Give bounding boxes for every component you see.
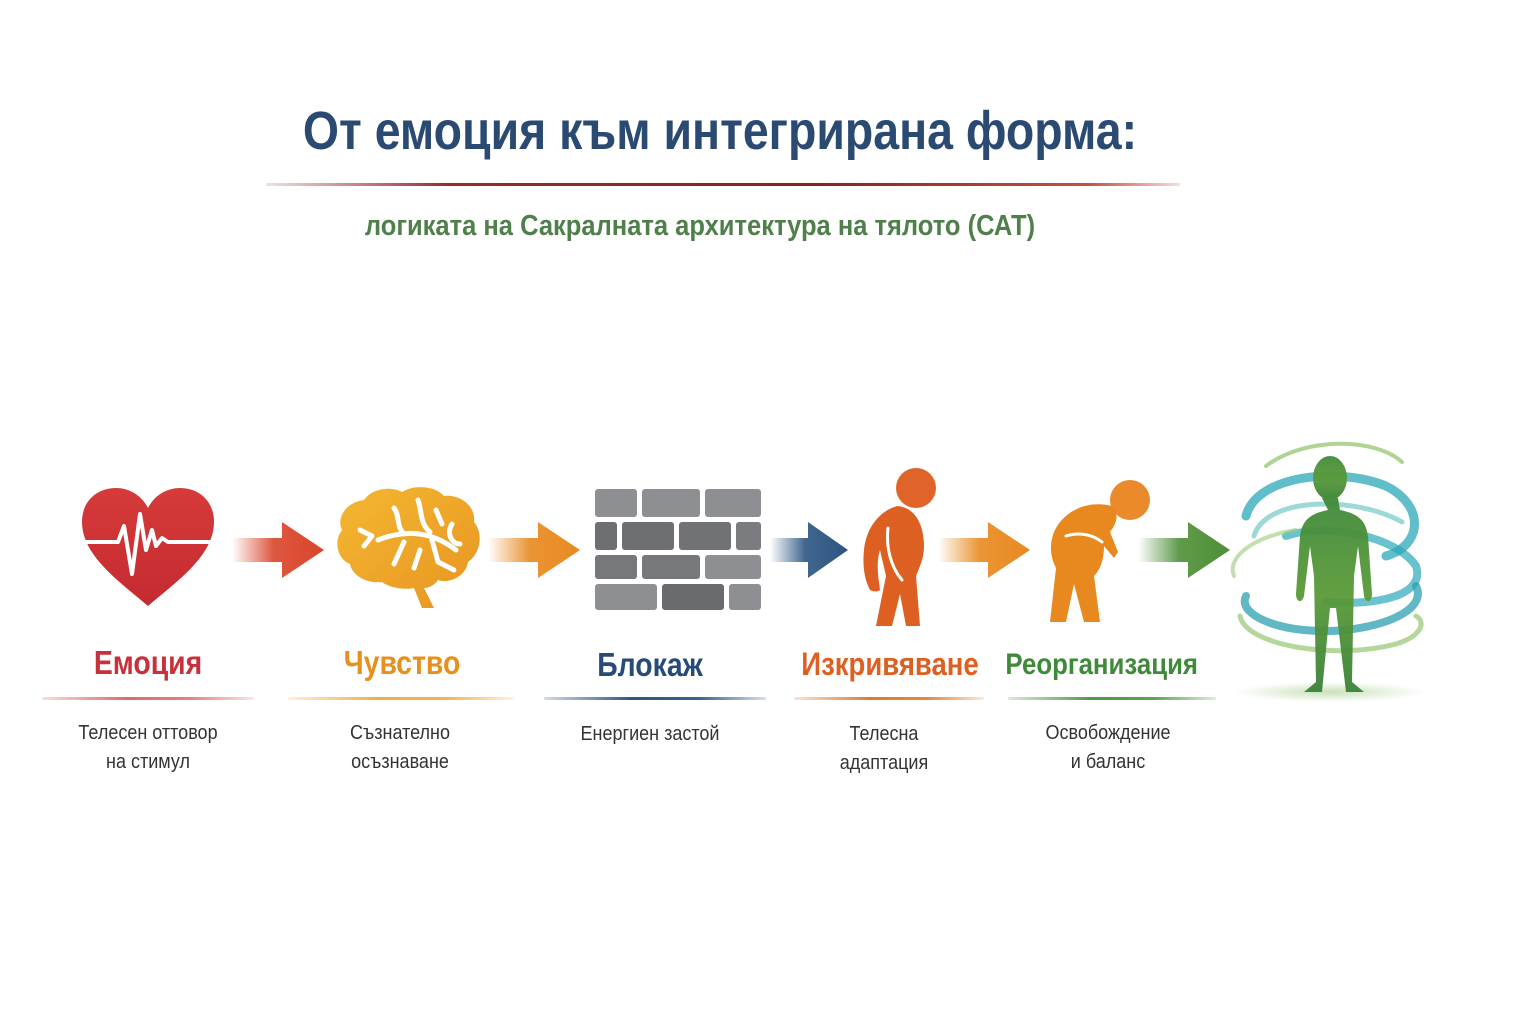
arrow-right-icon	[488, 522, 580, 578]
step-divider-reorganization	[1008, 697, 1216, 700]
step-label-feeling: Чувство	[343, 644, 461, 681]
page-subtitle: логиката на Сакралната архитектура на тя…	[364, 210, 1036, 242]
step-label-distortion: Изкривяване	[801, 646, 979, 682]
arrow-right-icon	[1138, 522, 1230, 578]
step-label-emotion: Емоция	[93, 644, 203, 681]
slouched-person-icon	[858, 466, 942, 630]
step-label-block: Блокаж	[597, 646, 703, 683]
arrow-right-icon	[770, 522, 848, 578]
step-divider-feeling	[288, 697, 514, 700]
step-description-block: Енергиен застой	[580, 723, 720, 745]
heart-pulse-icon	[80, 486, 216, 608]
step-divider-emotion	[42, 697, 254, 700]
arrow-right-icon	[232, 522, 324, 578]
step-description-distortion: Телесна адаптация	[839, 723, 929, 774]
step-label-reorganization: Реорганизация	[1005, 648, 1198, 681]
step-divider-block	[544, 697, 766, 700]
page-title: От емоция към интегрирана форма:	[302, 101, 1138, 161]
title-divider	[266, 183, 1180, 186]
step-description-feeling: Съзнателно осъзнаване	[350, 722, 450, 773]
step-description-emotion: Телесен оттовор на стимул	[78, 722, 218, 773]
step-description-reorganization: Освобождение и баланс	[1045, 722, 1171, 773]
bent-person-icon	[1044, 476, 1154, 626]
balanced-person-swirl-icon	[1226, 426, 1434, 706]
step-divider-distortion	[794, 697, 984, 700]
brick-wall-icon	[594, 488, 762, 612]
arrow-right-icon	[938, 522, 1030, 578]
brain-icon	[334, 484, 484, 608]
